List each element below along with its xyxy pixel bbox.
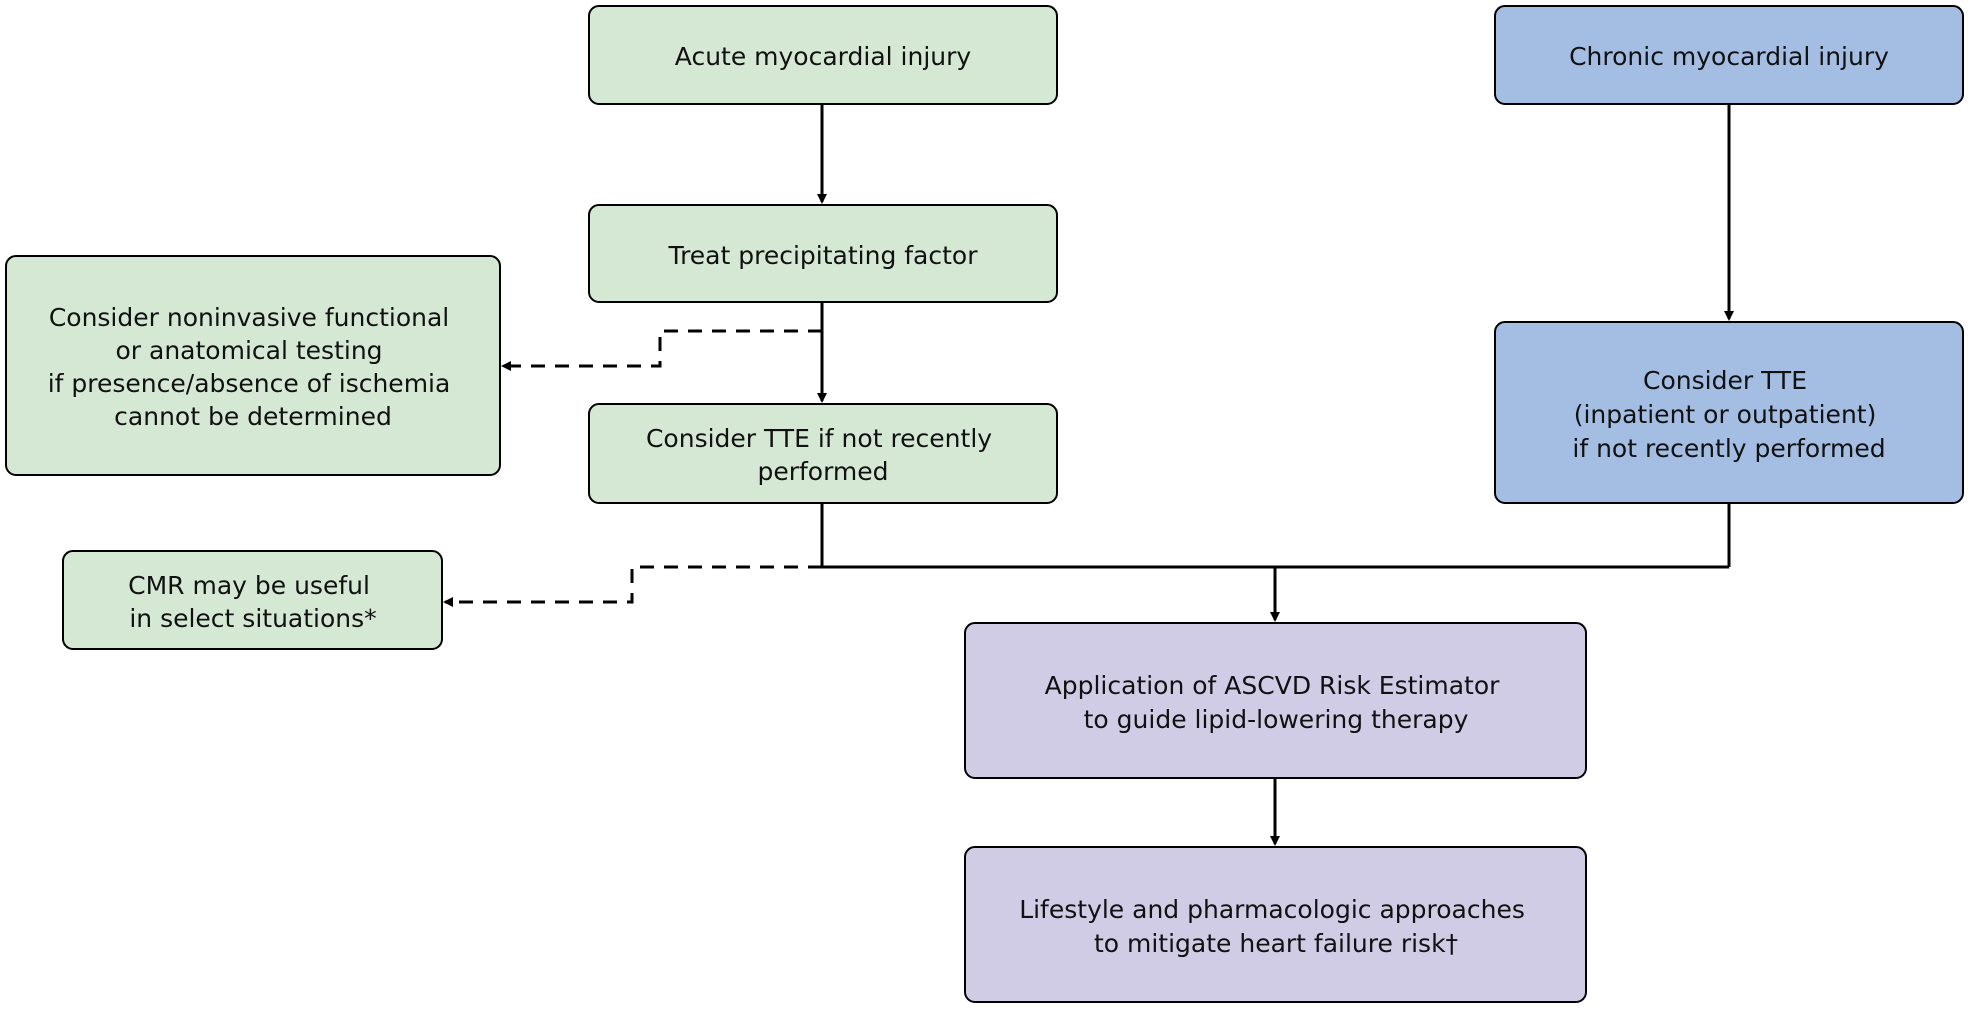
svg-text:Chronic myocardial injury: Chronic myocardial injury [1569, 42, 1889, 71]
node-chronic-tte: Consider TTE (inpatient or outpatient) i… [1494, 321, 1964, 504]
svg-text:Treat precipitating factor: Treat precipitating factor [667, 241, 978, 270]
node-treat-factor-line: Treat precipitating factor [667, 241, 978, 270]
node-ascvd-line-2: to guide lipid-lowering therapy [1084, 705, 1469, 734]
svg-text:Consider TTE (inpatient: Consider TTE (inpatient or outpatient) i… [1572, 366, 1885, 463]
edge-acute-tte-to-cmr [443, 565, 822, 607]
node-lifestyle-line-2: to mitigate heart failure risk† [1094, 929, 1458, 958]
svg-text:CMR may be useful in sel: CMR may be useful in select situations* [128, 571, 378, 633]
node-chronic-tte-line-2: (inpatient or outpatient) [1574, 400, 1877, 429]
node-chronic-tte-line-3: if not recently performed [1572, 434, 1885, 463]
node-chronic-injury-line: Chronic myocardial injury [1569, 42, 1889, 71]
node-chronic-tte-line-1: Consider TTE [1643, 366, 1807, 395]
svg-text:Consider TTE if not recently: Consider TTE if not recently performed [646, 424, 1000, 486]
node-treat-factor-box [588, 204, 1058, 303]
node-ascvd-box [964, 622, 1587, 779]
node-lifestyle-line-1: Lifestyle and pharmacologic approaches [1019, 895, 1525, 924]
node-chronic-injury-box [1494, 5, 1964, 105]
node-acute-tte-box [588, 403, 1058, 504]
svg-text:Acute myocardial injury: Acute myocardial injury [675, 42, 972, 71]
node-cmr-line-2: in select situations* [129, 604, 376, 633]
node-acute-tte: Consider TTE if not recently performed [588, 403, 1058, 504]
node-noninvasive-testing-box [5, 255, 501, 476]
node-lifestyle-box [964, 846, 1587, 1003]
svg-text:Lifestyle and pharmacologic ap: Lifestyle and pharmacologic approaches t… [1019, 895, 1533, 958]
edge-treat-to-noninvasive [501, 329, 822, 371]
node-noninvasive-testing-line-2: or anatomical testing [116, 336, 383, 365]
node-ascvd-line-1: Application of ASCVD Risk Estimator [1045, 671, 1501, 700]
node-chronic-injury: Chronic myocardial injury [1494, 5, 1964, 105]
node-cmr: CMR may be useful in select situations* [62, 550, 443, 650]
node-acute-tte-line-2: performed [757, 457, 888, 486]
node-acute-injury: Acute myocardial injury [588, 5, 1058, 105]
node-ascvd: Application of ASCVD Risk Estimator to g… [964, 622, 1587, 779]
node-noninvasive-testing: Consider noninvasive functional or anato… [5, 255, 501, 476]
node-treat-factor: Treat precipitating factor [588, 204, 1058, 303]
svg-text:Consider noninvasive functiona: Consider noninvasive functional or anato… [48, 303, 459, 431]
connectors [443, 104, 1734, 846]
svg-text:Application of ASCVD Risk Esti: Application of ASCVD Risk Estimator to g… [1045, 671, 1508, 734]
node-cmr-box [62, 550, 443, 650]
node-lifestyle: Lifestyle and pharmacologic approaches t… [964, 846, 1587, 1003]
node-acute-injury-box [588, 5, 1058, 105]
node-noninvasive-testing-line-1: Consider noninvasive functional [49, 303, 449, 332]
node-cmr-line-1: CMR may be useful [128, 571, 370, 600]
node-noninvasive-testing-line-3: if presence/absence of ischemia [48, 369, 451, 398]
node-acute-injury-line: Acute myocardial injury [675, 42, 972, 71]
node-chronic-tte-box [1494, 321, 1964, 504]
node-noninvasive-testing-line-4: cannot be determined [114, 402, 392, 431]
node-acute-tte-line-1: Consider TTE if not recently [646, 424, 992, 453]
